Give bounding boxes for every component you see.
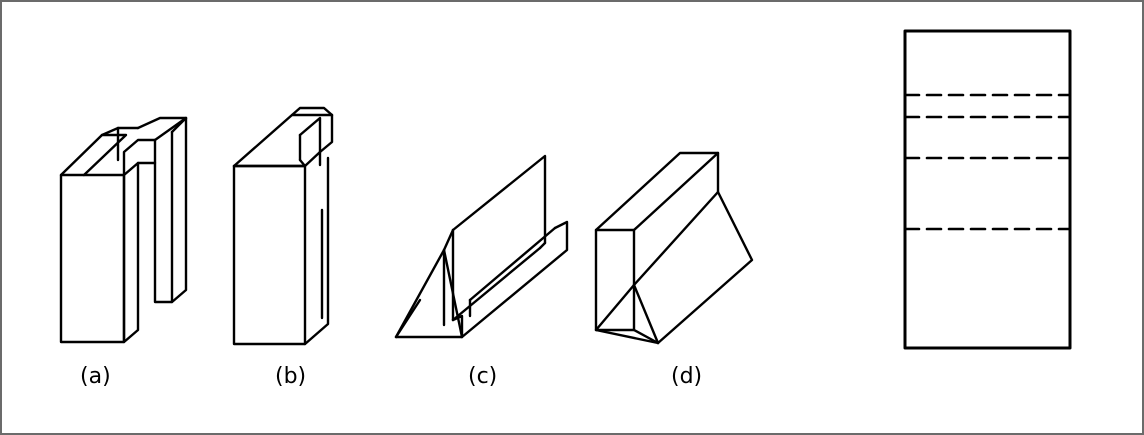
label-b: (b) xyxy=(275,364,307,389)
solid-a xyxy=(59,116,188,344)
label-a: (a) xyxy=(80,364,111,389)
solid-d xyxy=(594,151,754,345)
solid-c xyxy=(394,154,569,339)
label-c: (c) xyxy=(468,364,498,389)
solid-b xyxy=(232,106,334,346)
dashed-panel xyxy=(903,29,1072,350)
label-d: (d) xyxy=(671,364,703,389)
